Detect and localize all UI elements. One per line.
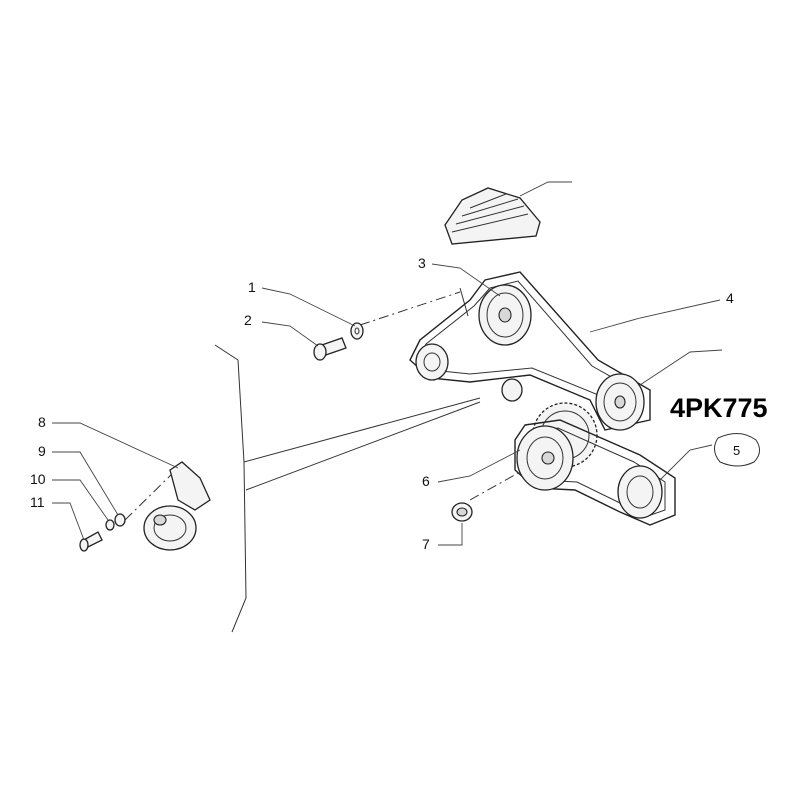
idler-small [501, 378, 523, 402]
belt-cover [444, 181, 572, 245]
callout-1: 1 [248, 279, 256, 295]
callout-6: 6 [422, 473, 430, 489]
engine-outline [214, 344, 481, 633]
pulley-lower-left [516, 425, 574, 491]
callout-9: 9 [38, 443, 46, 459]
callout-11: 11 [30, 494, 45, 510]
bolt-part-11 [79, 531, 103, 552]
part-code-label: 4PK775 [670, 393, 768, 423]
washer-part-10 [105, 519, 115, 531]
callout-8: 8 [38, 414, 46, 430]
leader-lines [52, 263, 723, 546]
bolt-part-2 [313, 337, 347, 361]
washer-part-1 [350, 322, 364, 340]
callout-10: 10 [30, 471, 46, 487]
nut-part-7 [451, 502, 473, 522]
pulley-left [415, 343, 449, 381]
pulley-upper [478, 284, 532, 346]
washer-part-9 [114, 513, 126, 527]
pulley-right [595, 373, 645, 431]
callout-labels: 1 2 3 4 6 7 8 9 10 11 [30, 255, 734, 552]
pulley-lower-right [617, 465, 663, 519]
callout-3: 3 [418, 255, 426, 271]
callout-2: 2 [244, 312, 252, 328]
callout-4: 4 [726, 290, 734, 306]
callout-7: 7 [422, 536, 430, 552]
circled-callout-5: 5 [714, 433, 760, 467]
callout-5: 5 [733, 443, 740, 458]
tensioner-assembly [143, 461, 211, 551]
